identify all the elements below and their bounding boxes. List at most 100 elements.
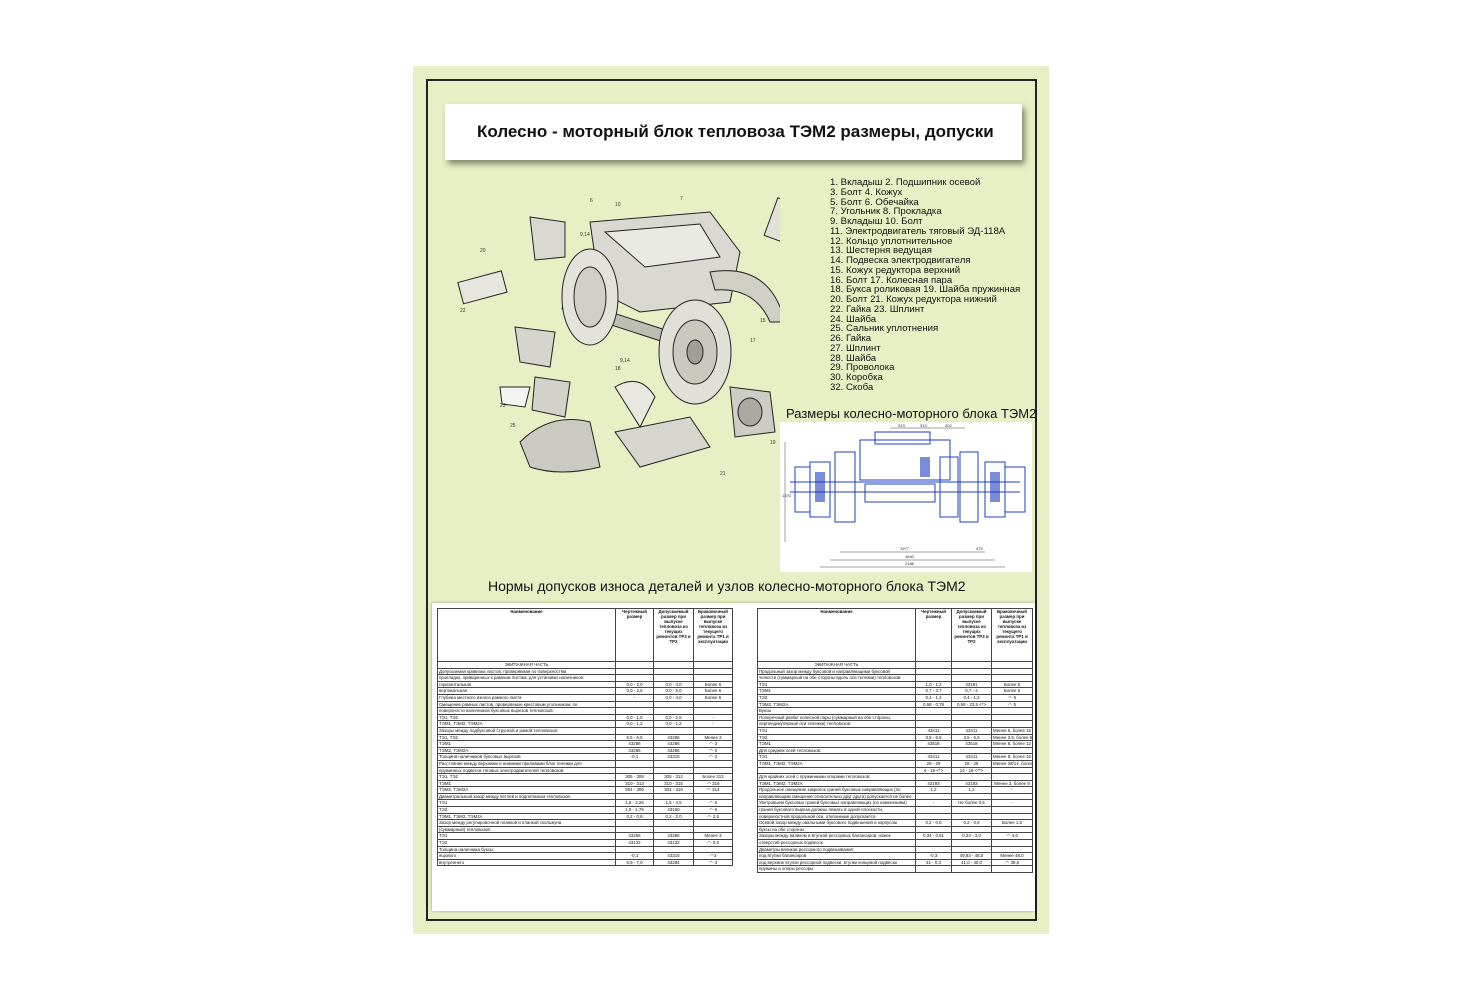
value-cell: 43411 — [915, 753, 952, 761]
row-name-cell: ТЭ2 — [757, 693, 916, 702]
value-cell: 41 - 0,3 — [915, 858, 952, 867]
value-cell: 14 - 16 <**> — [951, 766, 992, 775]
value-cell: 0,2 - 2,0 — [653, 812, 694, 821]
col-header: Чертежный размер — [915, 608, 952, 662]
value-cell — [991, 720, 1033, 728]
value-cell — [693, 792, 733, 801]
value-cell — [653, 792, 694, 801]
row-name-cell: Буксы — [757, 707, 916, 715]
row-name-cell: ТЭМ2, ТЭМ2А — [757, 700, 916, 709]
value-cell — [991, 865, 1033, 873]
row-name-cell: ТЭ2 — [437, 806, 616, 814]
svg-text:23: 23 — [500, 403, 506, 409]
legend-item: 14. Подвеска электродвигателя — [830, 255, 971, 266]
row-name-cell: под втулки балансиров — [757, 852, 916, 860]
row-name-cell: поверхности наличников буксовых вырезов … — [437, 707, 616, 715]
value-cell: 1,0 - 1,2 — [915, 680, 952, 689]
value-cell: 305 - 312 — [653, 773, 694, 781]
table-row: Для крайних осей с пружинными опорами те… — [757, 773, 1033, 781]
value-cell: 0,0 - 5,0 — [653, 687, 694, 695]
value-cell — [951, 825, 992, 834]
value-cell: 0,0 - 1,0 — [615, 713, 654, 722]
dim-label: 202 — [945, 423, 952, 428]
value-cell: 43160 — [653, 806, 694, 814]
value-cell — [615, 845, 654, 854]
value-cell — [693, 707, 733, 715]
value-cell — [693, 674, 733, 682]
table-row: Продольный зазор между буксовой и направ… — [757, 667, 1033, 676]
row-name-cell: (суммарный) тепловозов: — [437, 825, 616, 834]
tolerance-table-left: Наименование Чертежный размер Допускаемы… — [437, 608, 733, 867]
row-name-cell: вертикальная — [437, 687, 616, 695]
value-cell: 0,7 - 3,7 — [915, 687, 952, 695]
value-cell: 0,4 - 1,2 — [915, 693, 952, 702]
table-row: Диаметры валиков рессорного подвешивания… — [757, 845, 1033, 854]
dim-label: 313 — [898, 423, 905, 428]
value-cell: Более 5 — [693, 693, 733, 702]
value-cell: - — [615, 693, 654, 702]
value-cell: -"- 3 — [693, 858, 733, 867]
value-cell: 43286 — [653, 733, 694, 742]
value-cell: 0,0 - 2,0 — [615, 680, 654, 689]
value-cell — [693, 726, 733, 735]
legend-item: 30. Коробка — [830, 372, 883, 383]
value-cell: 0,7 - 4 — [951, 687, 992, 695]
value-cell: -"- 0,5 — [693, 839, 733, 847]
value-cell — [615, 674, 654, 682]
value-cell: -"- 4,0 — [991, 832, 1033, 841]
value-cell — [653, 661, 694, 669]
value-cell — [915, 661, 952, 669]
value-cell: 0,2 - 0,8 — [615, 812, 654, 821]
row-name-cell: ТЭ1, ТЭ2 — [437, 773, 616, 781]
legend-item: 18. Букса роликовая 19. Шайба пружинная — [830, 284, 1021, 296]
row-name-cell: Для средних осей тепловозов: — [757, 746, 916, 755]
value-cell — [951, 865, 992, 873]
row-name-cell: Поперечный разбег колесной пары (суммарн… — [757, 713, 916, 722]
value-cell — [693, 759, 733, 768]
diagram-title: Размеры колесно-моторного блока ТЭМ2 — [786, 406, 1037, 421]
row-name-cell: ТЭ1 — [757, 753, 916, 761]
row-name-cell: Толщина наличников буксовых вырезов — [437, 753, 616, 761]
value-cell — [951, 746, 992, 755]
value-cell: - — [991, 786, 1033, 794]
legend-item: 5. Болт 6. Обечайка — [830, 196, 919, 208]
value-cell: -"- 314 — [693, 786, 733, 794]
value-cell: -"-3 — [693, 852, 733, 860]
value-cell — [915, 792, 952, 801]
value-cell — [653, 700, 694, 709]
value-cell — [991, 792, 1033, 801]
value-cell: -"- 6 — [693, 806, 733, 814]
table-row: Зазоры между валиком и втулкой рессорных… — [757, 832, 1033, 841]
value-cell — [991, 713, 1033, 722]
value-cell: 43518 — [951, 740, 992, 748]
row-name-cell: пружины и опоры рессоры — [757, 865, 916, 873]
row-name-cell: Зазор между регулировочной планкой и пла… — [437, 819, 616, 827]
table-row: 4 - 16 <*>14 - 16 <**> — [757, 766, 1033, 775]
value-cell: -0,3 — [915, 852, 952, 860]
dim-label: 1640 — [905, 554, 915, 559]
value-cell — [915, 707, 952, 715]
row-name-cell: направляющим смещение относительно друг … — [757, 792, 916, 801]
row-name-cell: Продольное смещение закрилок граней букс… — [757, 786, 916, 794]
table-row: пружины и опоры рессоры — [757, 865, 1033, 873]
row-name-cell: Смещение рамных листов, проверяемое крес… — [437, 700, 616, 709]
legend-item: 22. Гайка 23. Шплинт — [830, 303, 925, 315]
table-row: Продольное смещение закрилок граней букс… — [757, 786, 1033, 794]
value-cell — [653, 674, 694, 682]
svg-text:21: 21 — [720, 471, 726, 477]
table-row: под верхние втулки рессорной подвески, в… — [757, 858, 1033, 867]
dim-label: 1977 — [900, 546, 910, 551]
legend-item: 24. Шайба — [830, 313, 877, 325]
value-cell: 0,0 - 1,2 — [615, 720, 654, 728]
value-cell — [915, 713, 952, 722]
